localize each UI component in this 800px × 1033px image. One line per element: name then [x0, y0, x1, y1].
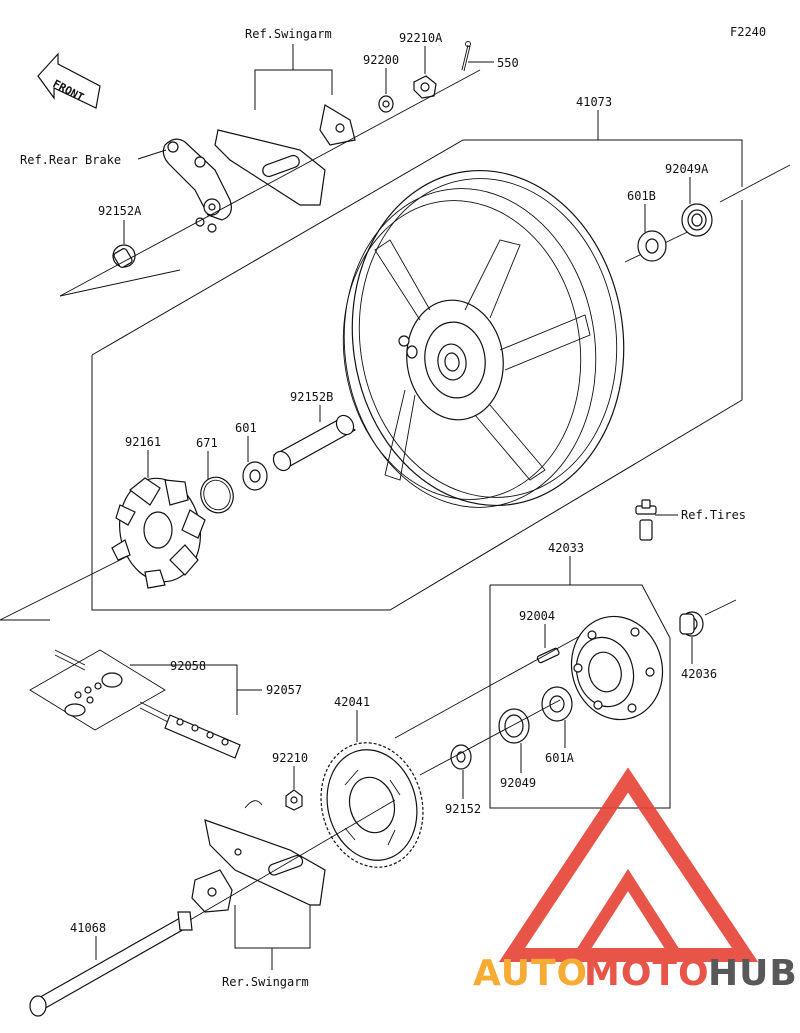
part-41073-label: 41073 — [576, 95, 612, 109]
ref-swingarm-label: Ref.Swingarm — [245, 27, 332, 41]
part-601B-label: 601B — [627, 189, 656, 203]
part-92210A-label: 92210A — [399, 31, 443, 45]
rear-brake-bracket — [162, 138, 232, 233]
part-92152-label: 92152 — [445, 802, 481, 816]
part-92210-label: 92210 — [272, 751, 308, 765]
wheel-assembly-box — [91, 139, 743, 611]
part-92004-label: 92004 — [519, 609, 555, 623]
ref-rear-brake-label: Ref.Rear Brake — [20, 153, 121, 167]
axle-41068 — [29, 911, 193, 1017]
part-42041-label: 42041 — [334, 695, 370, 709]
part-550-label: 550 — [497, 56, 519, 70]
part-41068-label: 41068 — [70, 921, 106, 935]
watermark-logo-icon — [498, 767, 759, 962]
part-92152A-label: 92152A — [98, 204, 142, 218]
ref-tires-label: Ref.Tires — [681, 508, 746, 522]
rear-wheel — [342, 169, 625, 508]
swingarm-upper-plate — [214, 129, 326, 206]
part-42033-label: 42033 — [548, 541, 584, 555]
part-92058-label: 92058 — [170, 659, 206, 673]
figure-code: F2240 — [730, 25, 766, 39]
nut-92210 — [285, 789, 303, 811]
chain-adjuster-upper — [319, 104, 356, 146]
rer-swingarm-callout: Rer.Swingarm — [222, 905, 311, 989]
bearing-601A — [541, 686, 573, 722]
watermark-text-auto: AUTO — [473, 953, 588, 994]
sprocket-coupling — [570, 615, 664, 721]
part-92200-label: 92200 — [363, 53, 399, 67]
watermark-text-moto: MOTO — [584, 953, 710, 994]
tire-valve — [635, 499, 657, 541]
swingarm-lower-plate — [204, 800, 326, 906]
cotter-pin-550 — [461, 41, 471, 72]
sprocket-42041 — [320, 742, 424, 868]
nut-92210A — [413, 75, 437, 99]
part-92057-label: 92057 — [266, 683, 302, 697]
front-arrow-icon: FRONT — [37, 52, 101, 109]
part-601-label: 601 — [235, 421, 257, 435]
watermark-text-hub: HUB — [708, 953, 798, 994]
sprocket-hub-box — [489, 584, 671, 809]
part-92152B-label: 92152B — [290, 390, 333, 404]
part-92049-label: 92049 — [500, 776, 536, 790]
part-92049A-label: 92049A — [665, 162, 709, 176]
washer-92200 — [378, 95, 394, 113]
damper-92161 — [111, 477, 206, 589]
seal-92049 — [498, 708, 530, 744]
part-671-label: 671 — [196, 436, 218, 450]
chain-master-link-92058 — [29, 649, 166, 731]
drive-chain-92057 — [139, 701, 241, 759]
part-601A-label: 601A — [545, 751, 575, 765]
chain-adjuster-lower — [191, 869, 233, 913]
bearing-601 — [242, 461, 268, 491]
o-ring-671 — [200, 476, 234, 514]
collar-42036 — [679, 611, 704, 637]
part-42036-label: 42036 — [681, 667, 717, 681]
stud-92004 — [536, 647, 560, 664]
rer-swingarm-label: Rer.Swingarm — [222, 975, 309, 989]
automotohub-watermark: AUTO MOTO HUB — [473, 767, 798, 994]
seal-92049A — [681, 203, 713, 237]
collar-92152A — [112, 244, 136, 268]
spacer-92152B — [272, 414, 357, 472]
ref-swingarm-callout: Ref.Swingarm — [245, 27, 333, 110]
part-92161-label: 92161 — [125, 435, 161, 449]
bearing-601B — [637, 230, 667, 262]
